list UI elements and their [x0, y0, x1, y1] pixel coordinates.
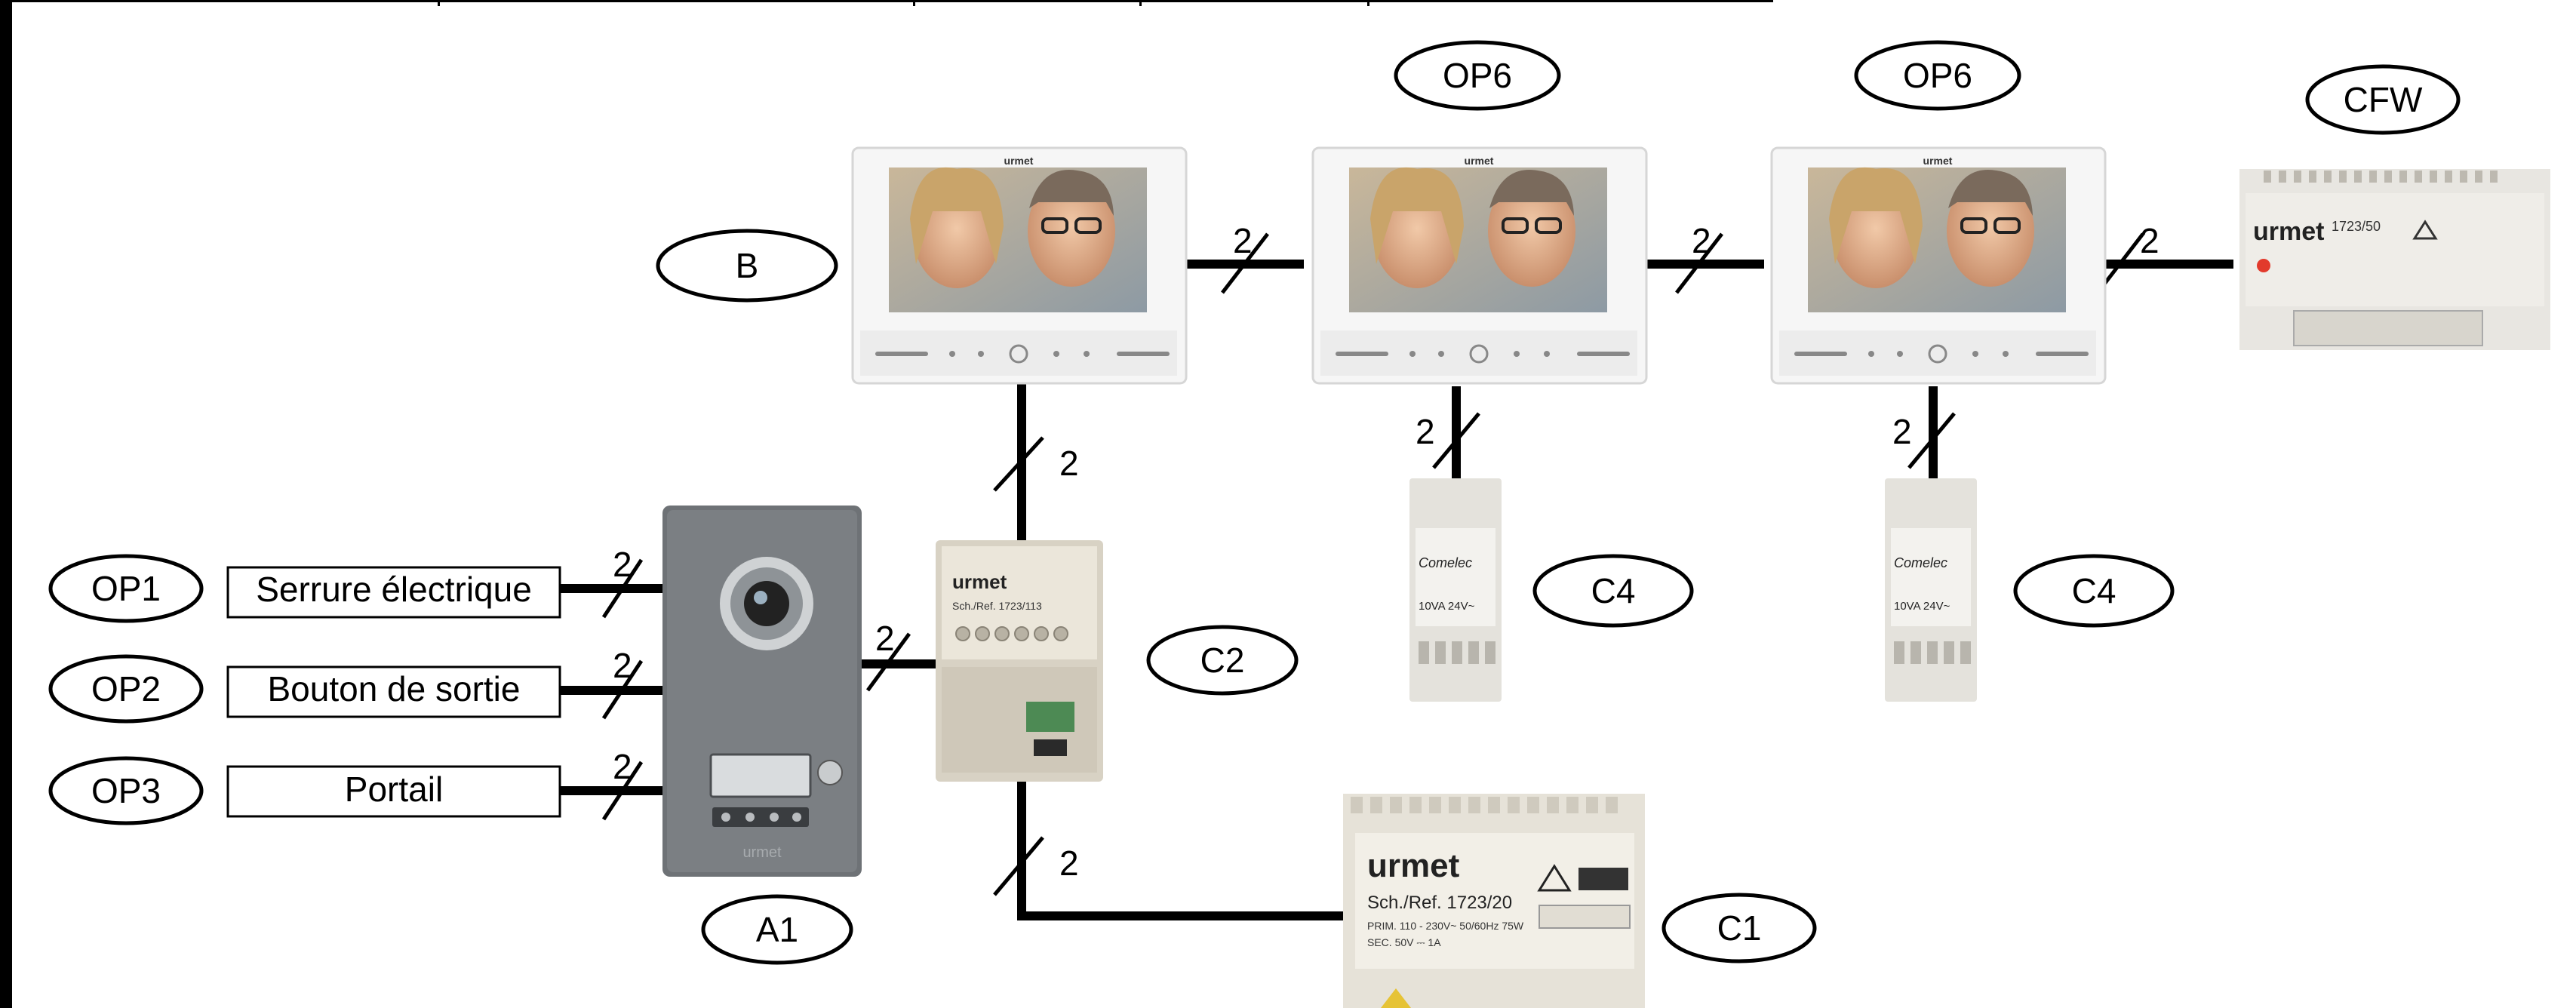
label-cfw: CFW	[2344, 80, 2423, 119]
device-c2: urmet Sch./Ref. 1723/113	[936, 540, 1103, 782]
call-button	[817, 760, 843, 785]
label-op2: OP2	[91, 669, 161, 708]
status-led	[2257, 259, 2270, 272]
monitor-op6-a: urmet	[1311, 146, 1648, 385]
count-portail: 2	[613, 747, 632, 786]
slash-c2-c1	[993, 836, 1044, 896]
label-b: B	[736, 246, 759, 285]
device-c4-a: Comelec 10VA 24V~	[1409, 478, 1502, 702]
wires	[560, 260, 2233, 920]
page-frame	[0, 0, 1773, 1008]
label-cfw-ellipse	[2305, 64, 2461, 135]
c2-ref: Sch./Ref. 1723/113	[952, 600, 1042, 612]
slash-c2-b	[993, 436, 1044, 492]
box-portail	[226, 765, 561, 818]
count-op6a-op6b: 2	[1692, 221, 1711, 260]
nameplate	[709, 753, 812, 798]
c1-spec1: PRIM. 110 - 230V~ 50/60Hz 75W	[1367, 920, 1524, 932]
door-panel-a1: urmet	[662, 506, 862, 877]
slash-op6a-c4	[1432, 412, 1480, 469]
count-c2-b: 2	[1059, 444, 1079, 483]
count-b-op6a: 2	[1233, 221, 1253, 260]
label-a1-ellipse	[701, 894, 853, 965]
c1-brand: urmet	[1367, 847, 1460, 884]
c2-brand: urmet	[952, 570, 1007, 593]
count-c2-c1: 2	[1059, 844, 1079, 883]
device-cfw: urmet 1723/50	[2239, 169, 2550, 350]
label-op6b-ellipse	[1854, 40, 2021, 111]
label-op1-ellipse	[48, 554, 204, 623]
monitor-b-brand: urmet	[1004, 155, 1034, 167]
left-labels: OP1 OP2 OP3 Serrure électrique Bouton de…	[48, 554, 561, 825]
wire-slashes	[601, 232, 2144, 896]
count-serrure: 2	[613, 545, 632, 584]
label-op6a: OP6	[1443, 56, 1512, 95]
c4a-spec: 10VA 24V~	[1419, 600, 1475, 613]
label-op6a-ellipse	[1394, 40, 1561, 111]
label-c2-ellipse	[1146, 625, 1299, 696]
slash-serrure	[601, 558, 644, 619]
label-c4b: C4	[2072, 571, 2116, 610]
device-c1: urmet Sch./Ref. 1723/20 PRIM. 110 - 230V…	[1343, 794, 1645, 1008]
label-c2: C2	[1200, 641, 1245, 680]
box-bouton-text: Bouton de sortie	[267, 669, 520, 708]
label-b-ellipse	[656, 229, 838, 303]
label-op1: OP1	[91, 569, 161, 608]
wire-c2-c1	[1017, 781, 1345, 920]
count-op6b-c4: 2	[1892, 412, 1912, 451]
label-c4b-ellipse	[2013, 554, 2175, 628]
c1-spec2: SEC. 50V ⎓ 1A	[1367, 936, 1441, 948]
monitor-b: urmet	[851, 146, 1188, 385]
monitor-op6-b: urmet	[1770, 146, 2107, 385]
warning-icon	[1537, 864, 1572, 892]
slash-a1-c2	[865, 632, 911, 692]
label-op2-ellipse	[48, 654, 204, 724]
c4b-brand: Comelec	[1894, 555, 1947, 570]
slash-op6b-c4	[1907, 412, 1956, 469]
label-op6b: OP6	[1903, 56, 1972, 95]
c4a-brand: Comelec	[1419, 555, 1472, 570]
box-portail-text: Portail	[345, 770, 443, 809]
count-op6a-c4: 2	[1416, 412, 1435, 451]
count-a1-c2: 2	[875, 619, 895, 658]
cfw-ref: 1723/50	[2332, 219, 2381, 234]
box-bouton	[226, 665, 561, 718]
label-a1: A1	[756, 910, 798, 949]
label-c4a-ellipse	[1532, 554, 1694, 628]
slash-portail	[601, 761, 644, 821]
slash-op6a-op6b	[1675, 232, 1723, 294]
monitor-op6b-brand: urmet	[1923, 155, 1953, 167]
cfw-brand: urmet	[2253, 217, 2324, 246]
label-c1: C1	[1717, 908, 1762, 948]
label-c1-ellipse	[1661, 893, 1817, 963]
box-serrure-text: Serrure électrique	[256, 570, 532, 609]
label-c4a: C4	[1591, 571, 1636, 610]
box-serrure	[226, 566, 561, 619]
c4b-spec: 10VA 24V~	[1894, 600, 1950, 613]
slash-b-op6a	[1221, 232, 1269, 294]
count-bouton: 2	[613, 646, 632, 685]
wire-counts: 2 2 2 2 2 2 2 2 2 2 2	[613, 221, 2159, 883]
slash-bouton	[601, 659, 644, 720]
count-op6b-cfw: 2	[2140, 221, 2159, 260]
cfw-warning-icon	[2412, 220, 2438, 240]
c1-ref: Sch./Ref. 1723/20	[1367, 893, 1512, 913]
label-op3-ellipse	[48, 756, 204, 825]
label-op3: OP3	[91, 771, 161, 810]
monitor-op6a-brand: urmet	[1465, 155, 1494, 167]
device-c4-b: Comelec 10VA 24V~	[1885, 478, 1977, 702]
a1-brand: urmet	[742, 844, 782, 861]
